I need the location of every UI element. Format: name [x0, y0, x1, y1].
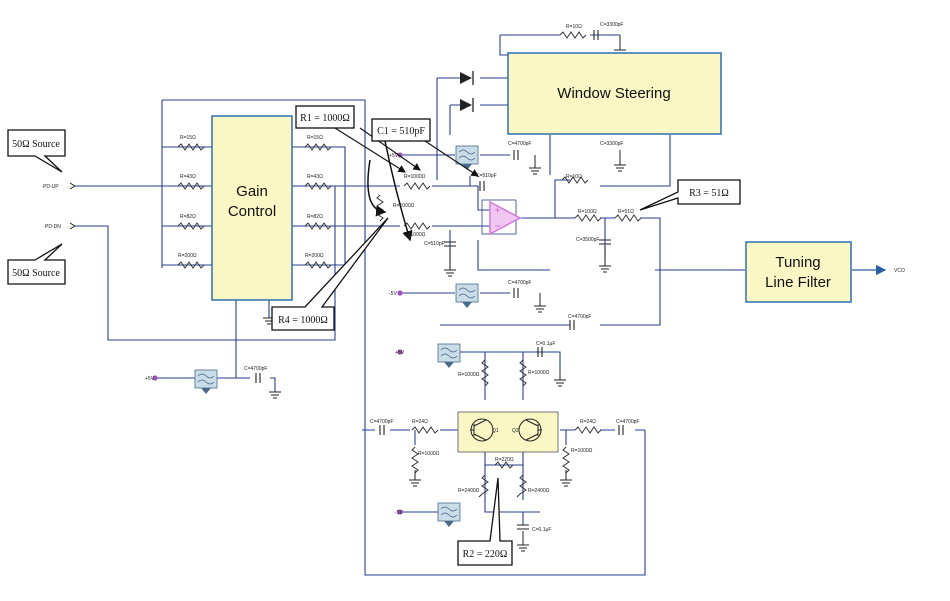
- svg-text:R=200Ω: R=200Ω: [178, 253, 197, 259]
- callout-source-top: 50Ω Source: [7, 129, 66, 173]
- svg-text:R=1000Ω: R=1000Ω: [458, 372, 480, 378]
- svg-text:R=2400Ω: R=2400Ω: [528, 488, 550, 494]
- svg-text:+5V: +5V: [145, 376, 155, 382]
- callout-r2: R2 = 220Ω: [457, 477, 513, 566]
- svg-text:-5V: -5V: [389, 291, 397, 297]
- svg-text:C=510pF: C=510pF: [424, 241, 445, 247]
- svg-text:50Ω Source: 50Ω Source: [12, 139, 60, 150]
- wiring: [75, 34, 887, 576]
- svg-text:R=43Ω: R=43Ω: [180, 174, 196, 180]
- callout-c1: C1 = 510pF: [371, 118, 479, 242]
- svg-text:R=82Ω: R=82Ω: [180, 214, 196, 220]
- svg-text:R=43Ω: R=43Ω: [307, 174, 323, 180]
- svg-text:C=4700pF: C=4700pF: [508, 141, 532, 147]
- resistor-array-left: [177, 143, 205, 269]
- svg-text:+5V: +5V: [395, 350, 405, 356]
- window-steering-block: Window Steering: [507, 52, 722, 135]
- transistor-pair: [457, 411, 559, 453]
- svg-text:C1 = 510pF: C1 = 510pF: [377, 126, 425, 137]
- callout-r4: R4 = 1000Ω: [271, 159, 389, 331]
- callout-r3: R3 = 51Ω: [639, 179, 741, 211]
- svg-text:R=1000Ω: R=1000Ω: [418, 451, 440, 457]
- svg-text:R=51Ω: R=51Ω: [618, 209, 634, 215]
- window-steering-label: Window Steering: [557, 85, 670, 102]
- gain-control-block: Gain Control: [211, 115, 293, 301]
- svg-text:R=2400Ω: R=2400Ω: [458, 488, 480, 494]
- svg-text:R=1000Ω: R=1000Ω: [404, 232, 426, 238]
- op-amp: [481, 199, 522, 236]
- svg-text:R=1000Ω: R=1000Ω: [393, 203, 415, 209]
- ground-symbols: [263, 35, 626, 552]
- svg-text:C=4700pF: C=4700pF: [508, 280, 532, 286]
- svg-text:R=1000Ω: R=1000Ω: [404, 174, 426, 180]
- svg-text:R=200Ω: R=200Ω: [305, 253, 324, 259]
- svg-text:C=4700pF: C=4700pF: [244, 366, 268, 372]
- svg-text:R=24Ω: R=24Ω: [412, 419, 428, 425]
- svg-text:C=3500pF: C=3500pF: [576, 237, 600, 243]
- gain-control-label-2: Control: [228, 203, 276, 220]
- svg-text:C=3300pF: C=3300pF: [600, 22, 624, 28]
- port-labels: PD-UP PD-DN VCO: [43, 182, 905, 274]
- svg-text:R=10Ω: R=10Ω: [566, 24, 582, 30]
- svg-text:+5V: +5V: [389, 153, 399, 159]
- svg-text:R=1000Ω: R=1000Ω: [528, 370, 550, 376]
- callout-source-bottom: 50Ω Source: [7, 243, 66, 285]
- svg-text:R1 = 1000Ω: R1 = 1000Ω: [300, 113, 350, 124]
- supply-filters: [194, 145, 479, 527]
- svg-text:C=510pF: C=510pF: [476, 173, 497, 179]
- svg-text:C=0.1μF: C=0.1μF: [536, 341, 555, 347]
- callout-r1: R1 = 1000Ω: [295, 105, 421, 173]
- svg-text:R=220Ω: R=220Ω: [495, 457, 514, 463]
- svg-text:-5V: -5V: [395, 510, 403, 516]
- svg-text:C=3300pF: C=3300pF: [600, 141, 624, 147]
- svg-text:R2 = 220Ω: R2 = 220Ω: [463, 549, 508, 560]
- svg-text:R=1000Ω: R=1000Ω: [571, 448, 593, 454]
- svg-text:R=10Ω: R=10Ω: [566, 174, 582, 180]
- tuning-line-filter-block: Tuning Line Filter: [745, 241, 852, 303]
- svg-text:R=24Ω: R=24Ω: [580, 419, 596, 425]
- svg-text:Q1: Q1: [492, 428, 499, 434]
- svg-text:R3 = 51Ω: R3 = 51Ω: [689, 188, 729, 199]
- svg-text:Q2: Q2: [512, 428, 519, 434]
- resistors-misc: [376, 31, 642, 498]
- svg-text:50Ω Source: 50Ω Source: [12, 268, 60, 279]
- svg-text:R=15Ω: R=15Ω: [307, 135, 323, 141]
- svg-text:C=4700pF: C=4700pF: [370, 419, 394, 425]
- svg-text:R=100Ω: R=100Ω: [578, 209, 597, 215]
- pd-up-label: PD-UP: [43, 184, 59, 190]
- tuning-filter-label-1: Tuning: [775, 254, 820, 271]
- component-labels: R=15Ω R=43Ω R=82Ω R=200Ω R=15Ω R=43Ω R=8…: [145, 22, 640, 533]
- svg-text:R4 = 1000Ω: R4 = 1000Ω: [278, 315, 328, 326]
- capacitors: [255, 30, 624, 530]
- pd-dn-label: PD-DN: [45, 224, 61, 230]
- svg-text:R=15Ω: R=15Ω: [180, 135, 196, 141]
- svg-text:C=0.1μF: C=0.1μF: [532, 527, 551, 533]
- vco-label: VCO: [894, 268, 905, 274]
- svg-text:R=82Ω: R=82Ω: [307, 214, 323, 220]
- svg-text:C=4700pF: C=4700pF: [568, 314, 592, 320]
- gain-control-label-1: Gain: [236, 183, 268, 200]
- supply-nodes: [152, 152, 403, 515]
- resistor-array-right: [304, 143, 332, 269]
- tuning-filter-label-2: Line Filter: [765, 274, 831, 291]
- svg-text:C=4700pF: C=4700pF: [616, 419, 640, 425]
